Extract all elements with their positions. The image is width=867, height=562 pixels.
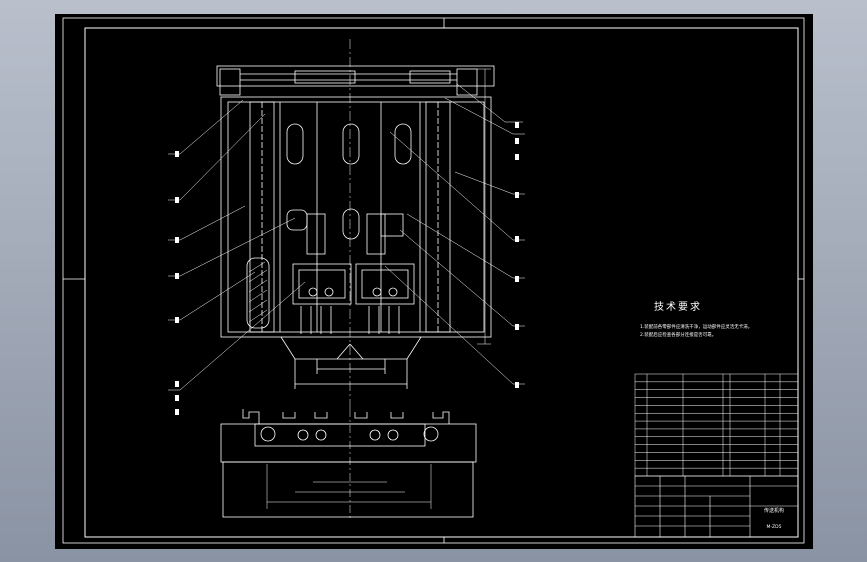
tech-requirements-title: 技术要求 — [654, 300, 702, 313]
sheet-inner-frame — [84, 27, 799, 538]
cad-viewport[interactable]: 技术要求 1.装配前各零部件应清洗干净，运动部件应灵活无卡滞。 2.装配后应检查… — [55, 14, 813, 549]
bottom-view — [220, 409, 477, 519]
drawing-name: 传送机构 — [764, 507, 784, 514]
main-view — [216, 39, 495, 409]
tech-requirement-line-1: 1.装配前各零部件应清洗干净，运动部件应灵活无卡滞。 — [640, 323, 752, 330]
tech-requirement-line-2: 2.装配后应检查各部分连接是否可靠。 — [640, 331, 716, 338]
drawing-code: M-ZD5 — [767, 524, 782, 530]
tech-requirements: 技术要求 1.装配前各零部件应清洗干净，运动部件应灵活无卡滞。 2.装配后应检查… — [640, 300, 752, 338]
leader-lines — [168, 83, 525, 391]
balloon-markers — [175, 122, 519, 415]
engineering-drawing: 技术要求 1.装配前各零部件应清洗干净，运动部件应灵活无卡滞。 2.装配后应检查… — [62, 17, 805, 544]
title-block — [634, 475, 799, 538]
parts-list — [634, 373, 799, 477]
sheet-outer-border — [62, 17, 805, 544]
